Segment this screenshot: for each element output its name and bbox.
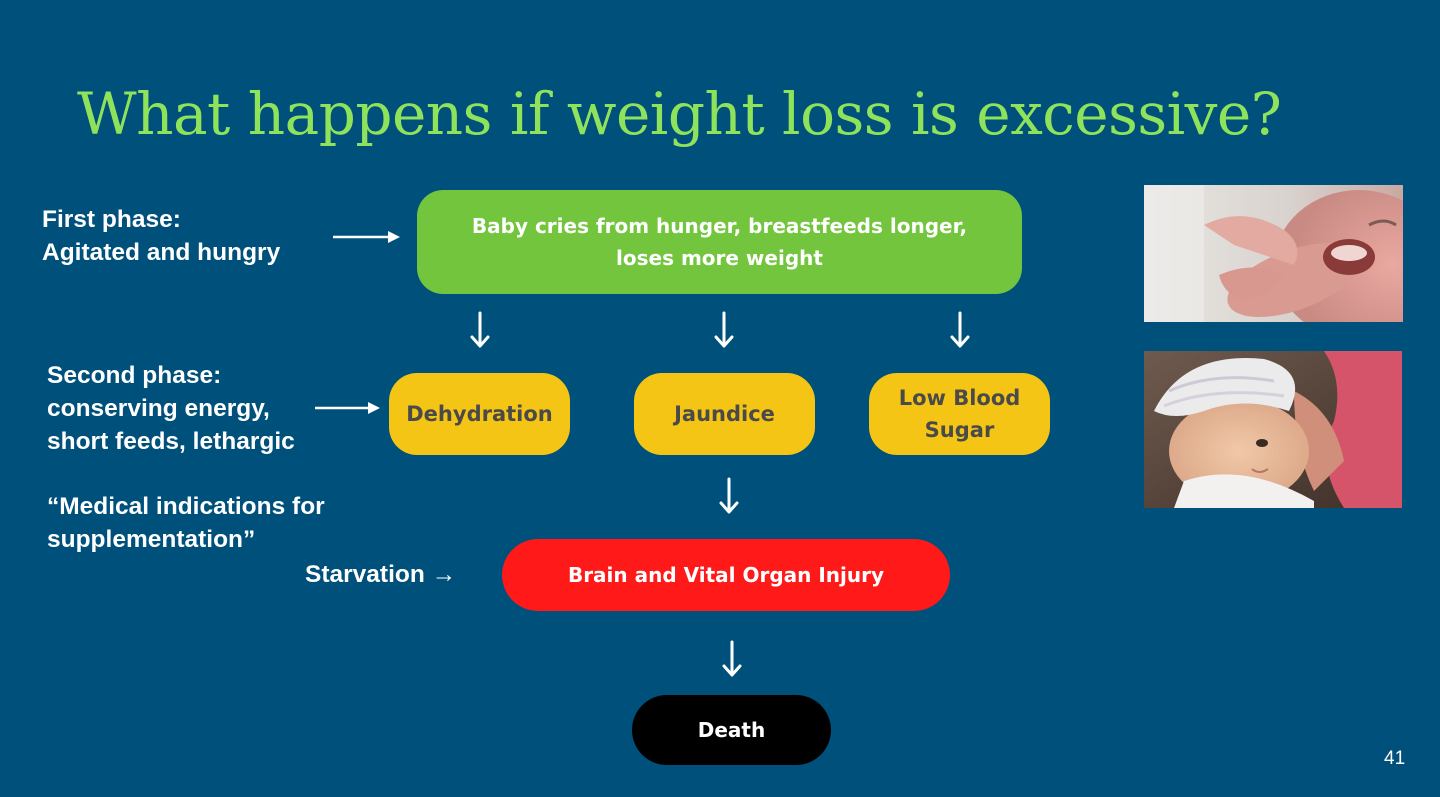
slide-title: What happens if weight loss is excessive… (77, 80, 1282, 148)
low-blood-sugar-line1: Low Blood (898, 386, 1021, 410)
medical-indications-label: “Medical indications for supplementation… (47, 490, 325, 556)
down-arrow-icon (714, 311, 734, 348)
down-arrow-icon (719, 477, 739, 514)
hunger-box-line1: Baby cries from hunger, breastfeeds long… (471, 214, 968, 238)
down-arrow-icon (470, 311, 490, 348)
starvation-label: Starvation → (305, 561, 457, 588)
newborn-in-hat-photo (1144, 351, 1402, 508)
first-phase-arrow-icon (333, 231, 400, 243)
jaundice-box: Jaundice (634, 373, 815, 455)
first-phase-label: First phase: Agitated and hungry (42, 203, 280, 269)
jaundice-label: Jaundice (674, 402, 775, 426)
dehydration-label: Dehydration (406, 402, 553, 426)
medical-indications-line2: supplementation” (47, 526, 256, 553)
organ-injury-label: Brain and Vital Organ Injury (567, 563, 885, 587)
second-phase-description-1: conserving energy, (47, 395, 270, 422)
down-arrow-icon (950, 311, 970, 348)
death-label: Death (697, 718, 766, 742)
second-phase-arrow-icon (315, 402, 380, 414)
hunger-box-line2: loses more weight (616, 246, 823, 270)
down-arrow-icon (722, 640, 742, 677)
death-box: Death (632, 695, 831, 765)
second-phase-label: Second phase: conserving energy, short f… (47, 359, 295, 458)
hunger-box: Baby cries from hunger, breastfeeds long… (417, 190, 1022, 294)
first-phase-description: Agitated and hungry (42, 239, 281, 266)
first-phase-heading: First phase: (42, 206, 181, 233)
page-number: 41 (1384, 748, 1406, 769)
second-phase-heading: Second phase: (47, 362, 222, 389)
second-phase-description-2: short feeds, lethargic (47, 428, 295, 455)
low-blood-sugar-line2: Sugar (924, 418, 995, 442)
crying-baby-photo (1144, 185, 1403, 322)
organ-injury-box: Brain and Vital Organ Injury (502, 539, 950, 611)
low-blood-sugar-box: Low Blood Sugar (869, 373, 1050, 455)
dehydration-box: Dehydration (389, 373, 570, 455)
medical-indications-line1: “Medical indications for (47, 493, 325, 520)
